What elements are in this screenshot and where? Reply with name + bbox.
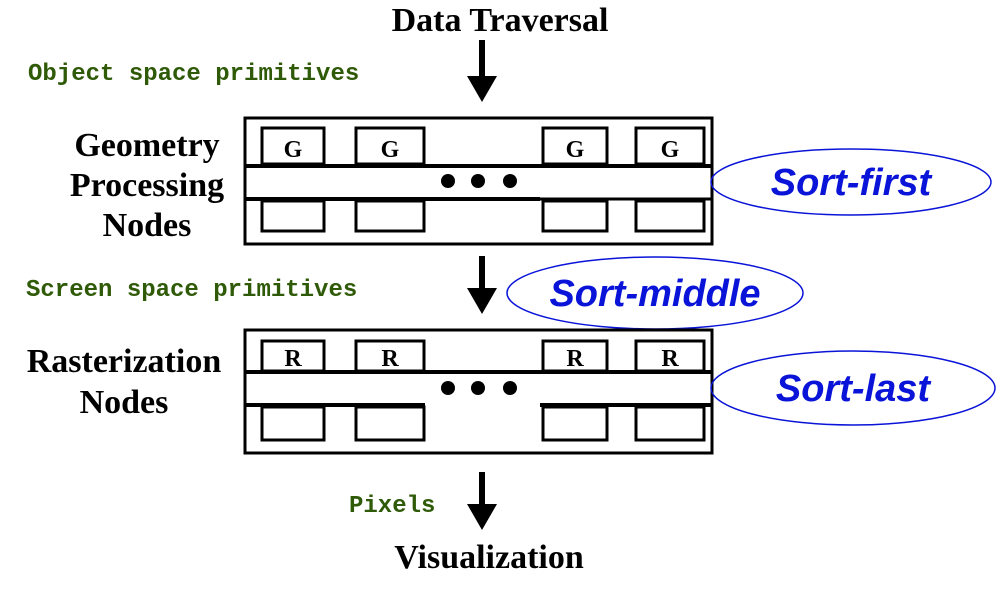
- geometry-processing-block: G G G G: [243, 116, 714, 246]
- label-rasterization: Rasterization: [27, 343, 222, 380]
- raster-empty-box: [541, 405, 609, 442]
- label-nodes: Nodes: [103, 207, 192, 244]
- label-visualization: Visualization: [394, 539, 584, 576]
- geometry-node-letter: G: [661, 137, 680, 163]
- raster-node-box: R: [354, 339, 426, 373]
- geometry-empty-box: [354, 199, 426, 233]
- sort-middle-label: Sort-middle: [549, 273, 760, 315]
- arrow-down-icon: [467, 256, 497, 314]
- label-object-space-primitives: Object space primitives: [28, 61, 359, 88]
- raster-node-letter: R: [284, 346, 302, 372]
- sort-last-ellipse: Sort-last: [710, 350, 996, 426]
- raster-empty-box: [354, 405, 426, 442]
- geometry-node-letter: G: [566, 137, 585, 163]
- geometry-node-letter: G: [284, 137, 303, 163]
- geometry-node-letter: G: [381, 137, 400, 163]
- sort-first-ellipse: Sort-first: [710, 148, 992, 216]
- geometry-node-box: G: [260, 126, 326, 166]
- raster-empty-box: [634, 405, 706, 442]
- ellipsis-dots-icon: [441, 174, 517, 188]
- raster-node-box: R: [634, 339, 706, 373]
- arrow-down-icon: [467, 472, 497, 530]
- raster-node-box: R: [260, 339, 326, 373]
- geometry-empty-box: [260, 199, 326, 233]
- label-processing: Processing: [70, 167, 224, 204]
- ellipsis-dots-icon: [441, 381, 517, 395]
- raster-node-letter: R: [661, 346, 679, 372]
- raster-node-letter: R: [381, 346, 399, 372]
- label-raster-nodes: Nodes: [80, 384, 169, 421]
- raster-empty-box: [260, 405, 326, 442]
- sort-middle-ellipse: Sort-middle: [506, 256, 804, 330]
- raster-node-letter: R: [566, 346, 584, 372]
- label-pixels: Pixels: [349, 493, 435, 520]
- geometry-empty-box: [541, 199, 609, 233]
- label-geometry: Geometry: [74, 127, 219, 164]
- sort-first-label: Sort-first: [771, 162, 933, 204]
- raster-node-box: R: [541, 339, 609, 373]
- label-screen-space-primitives: Screen space primitives: [26, 277, 357, 304]
- geometry-empty-box: [634, 199, 706, 233]
- geometry-node-box: G: [541, 126, 609, 166]
- geometry-node-box: G: [354, 126, 426, 166]
- geometry-node-box: G: [634, 126, 706, 166]
- title-data-traversal: Data Traversal: [392, 2, 609, 39]
- arrow-down-icon: [467, 40, 497, 102]
- rasterization-block: R R R R: [243, 328, 714, 455]
- sort-last-label: Sort-last: [776, 368, 931, 410]
